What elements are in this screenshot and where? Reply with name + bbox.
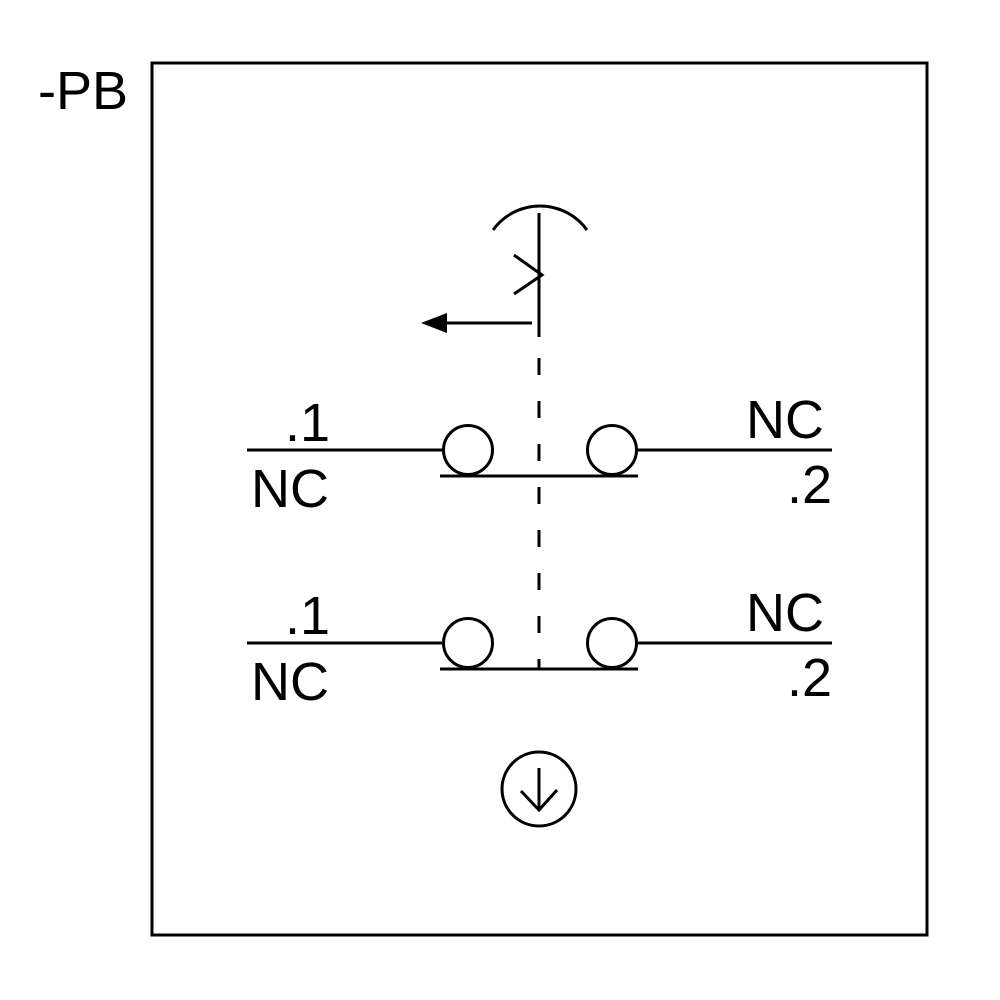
contact-circle-left: [442, 617, 494, 669]
actuator-chevron: [513, 253, 545, 296]
contact-type-label-right: NC: [746, 390, 824, 450]
contact-circle-left: [442, 424, 494, 476]
contact-circle-right: [586, 424, 638, 476]
pin-label-right: .2: [787, 648, 832, 708]
arrow-head-left: [421, 313, 447, 333]
contact-type-label-left: NC: [251, 652, 329, 712]
actuation-direction-arrow: [421, 313, 532, 333]
direction-icon-circle: [500, 750, 578, 828]
symbol-border: [150, 61, 929, 937]
contact-row-1: .1 NC NC .2: [247, 390, 832, 519]
pushbutton-actuator-icon: [421, 204, 589, 337]
contact-circle-right: [586, 617, 638, 669]
pin-label-right: .2: [787, 455, 832, 515]
pin-label-left: .1: [285, 586, 330, 646]
operation-direction-down-icon: [500, 750, 578, 828]
contact-type-label-left: NC: [251, 459, 329, 519]
contact-type-label-right: NC: [746, 583, 824, 643]
actuator-cap-arc: [491, 204, 589, 231]
down-arrow-head: [519, 788, 559, 813]
device-tag-label: -PB: [38, 61, 128, 121]
contact-row-2: .1 NC NC .2: [247, 583, 832, 712]
pin-label-left: .1: [285, 393, 330, 453]
